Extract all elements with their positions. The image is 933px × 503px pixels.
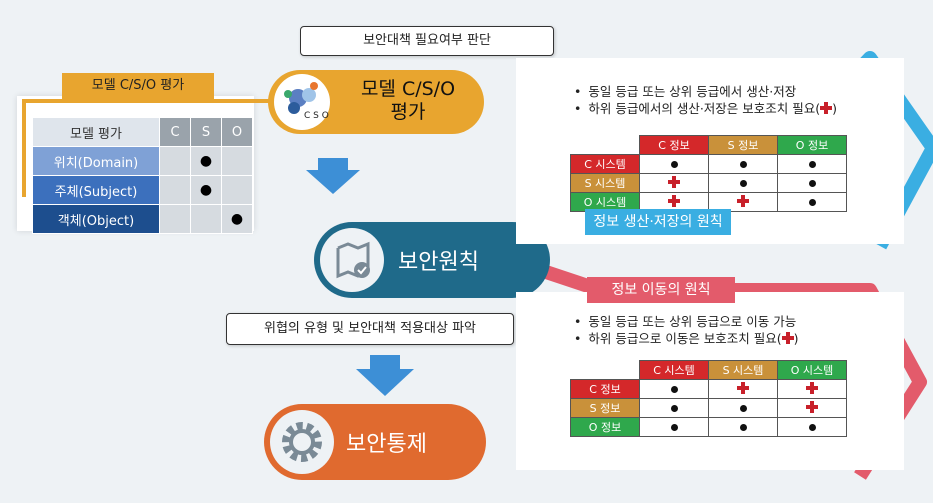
col-header: O 시스템 — [777, 360, 847, 380]
col-header: C 정보 — [639, 135, 709, 155]
plus-cell — [777, 398, 847, 418]
plus-icon — [668, 176, 680, 188]
plus-cell — [708, 379, 778, 399]
model-tab: 모델 C/S/O 평가 — [62, 73, 214, 99]
control-label: 보안통제 — [346, 432, 427, 457]
dot-cell — [708, 417, 778, 437]
row-header: O 시스템 — [570, 192, 640, 212]
model-cell — [159, 175, 191, 205]
down-arrow-icon — [356, 355, 414, 396]
plus-icon — [781, 332, 794, 344]
plus-icon — [668, 195, 680, 207]
dot-cell — [639, 379, 709, 399]
plus-icon — [737, 382, 749, 394]
row-header: S 정보 — [570, 398, 640, 418]
plus-icon — [737, 195, 749, 207]
model-row-label: 주체(Subject) — [32, 175, 160, 205]
dot-cell — [708, 154, 778, 174]
cso-pill-title: 모델 C/S/O 평가 — [338, 78, 478, 124]
dot-cell — [777, 154, 847, 174]
model-header-c: C — [159, 117, 191, 147]
cso-pill-line1: 모델 C/S/O — [360, 78, 456, 100]
bullet-item-text: 하위 등급에서의 생산·저장은 보호조치 필요( — [588, 101, 821, 116]
svg-text:C S O: C S O — [304, 111, 329, 121]
bullet-item: 하위 등급에서의 생산·저장은 보호조치 필요() — [574, 100, 837, 117]
model-table: 모델 평가 C S O 위치(Domain) ● 주체(Subject) ● 객… — [32, 117, 253, 234]
row-header: S 시스템 — [570, 173, 640, 193]
model-cell: ● — [190, 146, 222, 176]
dot-cell — [639, 417, 709, 437]
dot-cell — [639, 154, 709, 174]
col-header: O 정보 — [777, 135, 847, 155]
storage-bullets: 동일 등급 또는 상위 등급에서 생산·저장 하위 등급에서의 생산·저장은 보… — [574, 83, 837, 117]
transfer-principle-label: 정보 이동의 원칙 — [587, 277, 735, 303]
model-cell — [159, 204, 191, 234]
model-cell: ● — [221, 204, 253, 234]
model-header: 모델 평가 — [32, 117, 160, 147]
security-principle-pill: 보안원칙 — [314, 222, 550, 298]
transfer-bullets: 동일 등급 또는 상위 등급으로 이동 가능 하위 등급으로 이동은 보호조치 … — [574, 313, 799, 347]
plus-icon — [806, 401, 818, 413]
bullet-item: 동일 등급 또는 상위 등급으로 이동 가능 — [574, 313, 799, 330]
principle-label: 보안원칙 — [398, 250, 479, 275]
plus-cell — [777, 379, 847, 399]
gear-icon — [270, 410, 334, 474]
cso-pill-line2: 평가 — [390, 101, 426, 123]
col-header: S 시스템 — [708, 360, 778, 380]
dot-cell — [708, 398, 778, 418]
row-header: O 정보 — [570, 417, 640, 437]
bullet-item: 동일 등급 또는 상위 등급에서 생산·저장 — [574, 83, 837, 100]
model-cell — [221, 146, 253, 176]
model-header-o: O — [221, 117, 253, 147]
cso-evaluation-pill: C S O 모델 C/S/O 평가 — [268, 70, 484, 134]
bullet-item: 하위 등급으로 이동은 보호조치 필요() — [574, 330, 799, 347]
col-header: C 시스템 — [639, 360, 709, 380]
plus-cell — [639, 173, 709, 193]
dot-cell — [777, 192, 847, 212]
model-cell — [221, 175, 253, 205]
storage-principle-label: 정보 생산·저장의 원칙 — [585, 209, 731, 235]
plus-icon — [806, 382, 818, 394]
map-shield-icon — [320, 228, 384, 292]
bullet-item-close: ) — [793, 331, 799, 346]
row-header: C 시스템 — [570, 154, 640, 174]
model-cell — [159, 146, 191, 176]
cso-icon: C S O — [274, 74, 330, 130]
bullet-item-text: 하위 등급으로 이동은 보호조치 필요( — [588, 331, 782, 346]
model-connector-line — [22, 99, 322, 103]
dot-cell — [777, 173, 847, 193]
security-control-pill: 보안통제 — [264, 404, 486, 480]
down-arrow-icon — [306, 158, 360, 194]
transfer-table: C 시스템 S 시스템 O 시스템 C 정보 S 정보 O 정보 — [570, 360, 847, 437]
dot-cell — [639, 398, 709, 418]
row-header: C 정보 — [570, 379, 640, 399]
model-connector-vline — [22, 99, 26, 197]
dot-cell — [777, 417, 847, 437]
top-callout: 보안대책 필요여부 판단 — [300, 26, 554, 56]
model-header-s: S — [190, 117, 222, 147]
model-row-label: 객체(Object) — [32, 204, 160, 234]
plus-icon — [820, 102, 833, 114]
model-cell — [190, 204, 222, 234]
dot-cell — [708, 173, 778, 193]
bullet-item-close: ) — [832, 101, 838, 116]
model-cell: ● — [190, 175, 222, 205]
model-row-label: 위치(Domain) — [32, 146, 160, 176]
storage-table: C 정보 S 정보 O 정보 C 시스템 S 시스템 O 시스템 — [570, 135, 847, 212]
bottom-callout: 위협의 유형 및 보안대책 적용대상 파악 — [226, 313, 514, 345]
col-header: S 정보 — [708, 135, 778, 155]
